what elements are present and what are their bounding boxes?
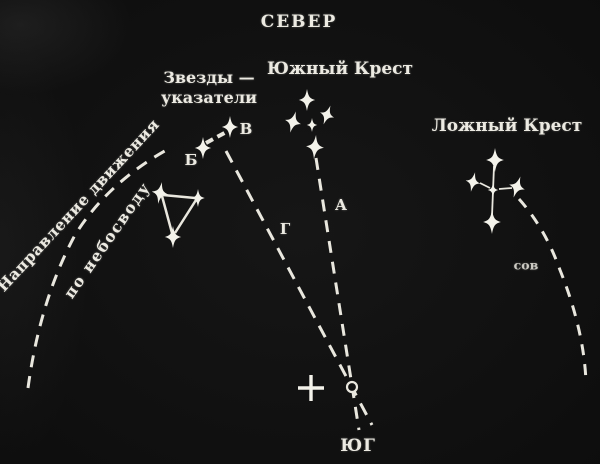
false-cross-star bbox=[483, 210, 501, 234]
false-cross-star bbox=[486, 148, 504, 172]
label-north: СЕВЕР bbox=[260, 12, 338, 32]
false-cross-connector bbox=[479, 182, 491, 189]
triangle-connector bbox=[160, 195, 174, 234]
motion-arc-left bbox=[26, 146, 171, 389]
pointer-link bbox=[205, 129, 229, 145]
southern-triangle-star bbox=[191, 189, 205, 207]
label-point-v: В bbox=[239, 120, 253, 138]
label-south: ЮГ bbox=[340, 436, 376, 456]
label-point-a: А bbox=[334, 196, 348, 214]
south-pole-marker bbox=[345, 380, 359, 394]
label-southern-cross: Южный Крест bbox=[266, 59, 414, 79]
southern-cross-star bbox=[298, 89, 316, 111]
pointer-stars-star bbox=[221, 116, 239, 138]
label-pointer-stars: Звезды — указатели bbox=[161, 68, 257, 108]
pointer-stars-star bbox=[194, 137, 212, 159]
triangle-connector bbox=[173, 199, 198, 234]
false-cross-connector bbox=[498, 187, 513, 190]
southern-cross-star bbox=[285, 111, 301, 133]
label-pointer-stars-line2: указатели bbox=[161, 88, 257, 107]
false-cross-star bbox=[465, 172, 481, 192]
label-point-g: Г bbox=[279, 220, 291, 238]
southern-cross-star bbox=[319, 105, 335, 125]
southern-triangle-star bbox=[151, 182, 169, 204]
false-cross-star bbox=[487, 183, 499, 197]
label-pointer-stars-line1: Звезды — bbox=[163, 68, 255, 87]
motion-arc-right bbox=[517, 197, 588, 383]
label-point-b: Б bbox=[184, 151, 198, 169]
cross-star-marker bbox=[298, 375, 324, 401]
southern-triangle-star bbox=[164, 226, 182, 248]
guide-line-a bbox=[314, 157, 361, 431]
southern-cross-star bbox=[306, 135, 324, 159]
guide-line-g bbox=[224, 150, 374, 426]
false-cross-star bbox=[509, 176, 525, 198]
label-false-cross: Ложный Крест bbox=[431, 116, 583, 136]
southern-cross-star bbox=[306, 118, 318, 132]
triangle-connector bbox=[162, 193, 196, 200]
label-text-fragment: сов bbox=[513, 257, 539, 273]
